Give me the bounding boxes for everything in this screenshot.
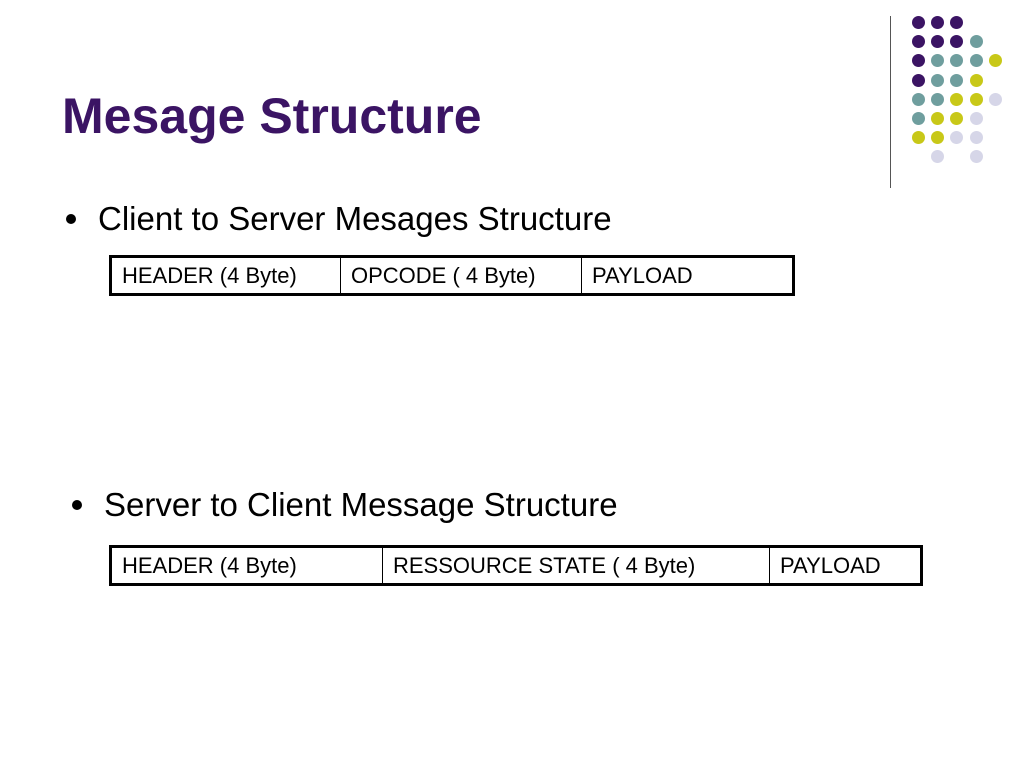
- decorative-dot: [969, 150, 983, 164]
- decorative-dot: [931, 150, 945, 164]
- decorative-dot: [931, 35, 945, 49]
- header-field-cell: HEADER (4 Byte): [110, 256, 341, 295]
- decorative-dot: [912, 54, 925, 68]
- table-row: HEADER (4 Byte) RESSOURCE STATE ( 4 Byte…: [110, 546, 922, 585]
- decorative-dot: [969, 54, 983, 68]
- decorative-dot: [912, 16, 925, 29]
- bullet-icon: [72, 500, 82, 510]
- server-to-client-table: HEADER (4 Byte) RESSOURCE STATE ( 4 Byte…: [109, 545, 923, 586]
- decorative-dot: [912, 112, 925, 125]
- slide-title: Mesage Structure: [62, 88, 482, 144]
- bullet-text: Client to Server Mesages Structure: [98, 200, 612, 237]
- decorative-dot: [969, 73, 983, 87]
- opcode-field-cell: OPCODE ( 4 Byte): [340, 256, 582, 295]
- decorative-dot: [950, 112, 964, 125]
- decorative-dot: [950, 16, 964, 29]
- decorative-dot: [969, 92, 983, 106]
- decorative-dot: [912, 131, 925, 145]
- table-row: HEADER (4 Byte) OPCODE ( 4 Byte) PAYLOAD: [110, 256, 794, 295]
- decorative-dot: [931, 131, 945, 145]
- decorative-dot: [931, 92, 945, 106]
- bullet-icon: [66, 214, 76, 224]
- resource-state-field-cell: RESSOURCE STATE ( 4 Byte): [382, 546, 770, 585]
- divider-line: [890, 16, 891, 188]
- decorative-dot: [950, 54, 964, 68]
- decorative-dot: [950, 35, 964, 49]
- decorative-dot: [950, 92, 964, 106]
- decorative-dot: [988, 92, 1002, 106]
- decorative-dot: [969, 112, 983, 125]
- payload-field-cell: PAYLOAD: [769, 546, 922, 585]
- decorative-dot: [912, 73, 925, 87]
- decorative-dot: [931, 73, 945, 87]
- decorative-dot: [912, 35, 925, 49]
- decorative-dot: [988, 54, 1002, 68]
- payload-field-cell: PAYLOAD: [581, 256, 794, 295]
- decorative-dot: [950, 131, 964, 145]
- decorative-dot: [969, 35, 983, 49]
- bullet-text: Server to Client Message Structure: [104, 486, 618, 523]
- decorative-dot: [931, 54, 945, 68]
- bullet-server-to-client: Server to Client Message Structure: [72, 486, 618, 524]
- bullet-client-to-server: Client to Server Mesages Structure: [66, 200, 612, 238]
- decorative-dot: [931, 112, 945, 125]
- decorative-dot: [950, 73, 964, 87]
- decorative-dot: [931, 16, 945, 29]
- decorative-dot: [969, 131, 983, 145]
- client-to-server-table: HEADER (4 Byte) OPCODE ( 4 Byte) PAYLOAD: [109, 255, 795, 296]
- decorative-dot: [912, 92, 925, 106]
- header-field-cell: HEADER (4 Byte): [110, 546, 383, 585]
